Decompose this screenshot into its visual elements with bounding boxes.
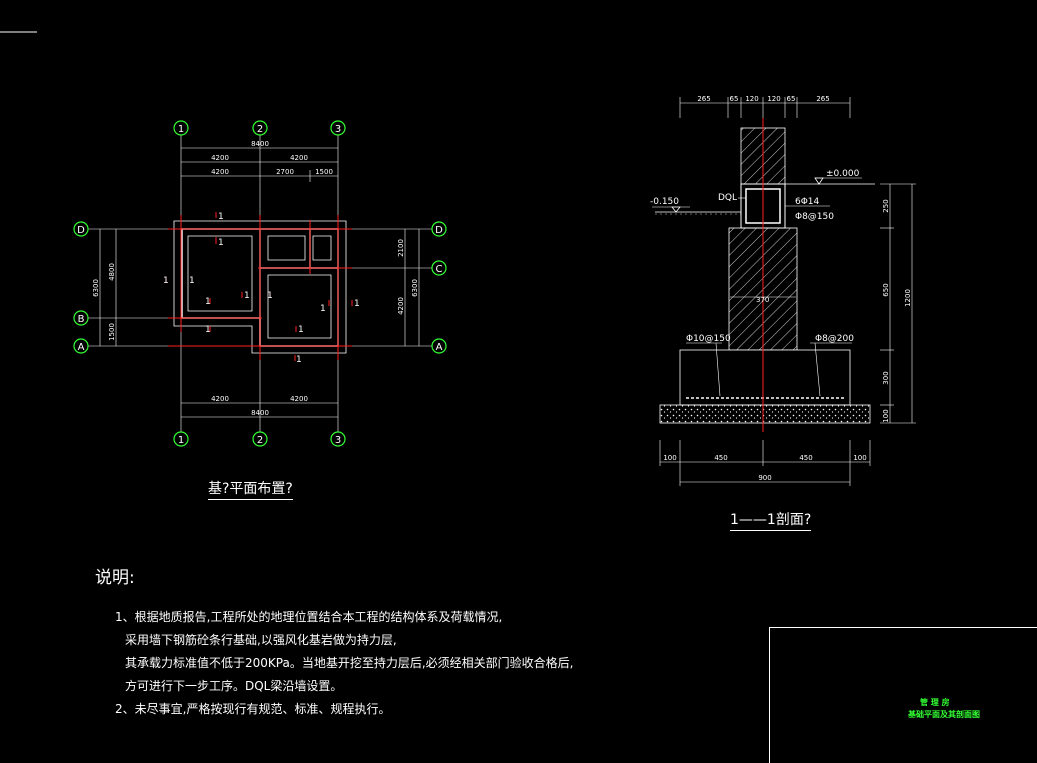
dim-text: 4200	[211, 168, 229, 176]
dim-text: 450	[714, 454, 727, 462]
axis-label: D	[435, 225, 443, 236]
elevation-zero: ±0.000	[826, 169, 860, 179]
axis-label: B	[78, 314, 85, 325]
dim-text: 120	[767, 95, 780, 103]
section-mark: 1	[163, 276, 169, 286]
rebar-bottom-right: Φ8@200	[815, 334, 854, 344]
dim-text: 100	[663, 454, 676, 462]
axis-label: 1	[178, 435, 184, 446]
dim-text: 265	[697, 95, 710, 103]
dim-text: 1500	[315, 168, 333, 176]
dim-text: 4200	[290, 395, 308, 403]
dim-text: 4200	[397, 297, 405, 315]
dim-text: 2700	[276, 168, 294, 176]
section-1-1: 265 65 120 120 65 265 ±0.000 -0.150	[650, 95, 916, 486]
section-mark: 1	[218, 212, 224, 222]
dim-text: 300	[882, 371, 890, 384]
section-mark: 1	[205, 297, 211, 307]
dim-text: 65	[787, 95, 796, 103]
plan-title: 基?平面布置?	[208, 478, 293, 500]
rebar-stirrup-label: Φ8@150	[795, 212, 834, 222]
axis-label: D	[77, 225, 85, 236]
dim-text: 2100	[397, 239, 405, 257]
notes-heading: 说明:	[95, 568, 135, 588]
beam-label: DQL	[718, 193, 737, 203]
section-mark: 1	[296, 355, 302, 365]
dim-text: 4200	[290, 154, 308, 162]
section-mark: 1	[320, 304, 326, 314]
dim-text: 1200	[904, 289, 912, 307]
axis-label: 2	[257, 435, 263, 446]
dim-text: 6300	[92, 279, 100, 297]
dim-text: 250	[882, 199, 890, 212]
notes-line: 其承载力标准值不低于200KPa。当地基开挖至持力层后,必须经相关部门验收合格后…	[125, 656, 574, 670]
dim-text: 4200	[211, 154, 229, 162]
dim-text: 650	[882, 283, 890, 296]
axis-label: 1	[178, 124, 184, 135]
notes-line: 2、未尽事宜,严格按现行有规范、标准、规程执行。	[115, 702, 391, 716]
dim-text: 8400	[251, 409, 269, 417]
axis-label: C	[436, 264, 443, 275]
section-mark: 1	[189, 276, 195, 286]
dim-text: 120	[745, 95, 758, 103]
rebar-main-label: 6Φ14	[795, 197, 820, 207]
design-notes: 说明: 1、根据地质报告,工程所处的地理位置结合本工程的结构体系及荷载情况, 采…	[95, 563, 615, 721]
dim-text: 265	[816, 95, 829, 103]
foundation-plan: 1 1 1 1 1 1 1 1 1 1 1 1 8400 4200 4200 4…	[73, 120, 447, 447]
axis-label: A	[78, 342, 85, 353]
axis-label: 3	[335, 124, 341, 135]
elevation-negative: -0.150	[650, 197, 679, 207]
dim-text: 65	[730, 95, 739, 103]
axis-label: A	[436, 342, 443, 353]
dim-text: 4800	[108, 263, 116, 281]
dim-text: 900	[758, 474, 771, 482]
dim-text: 100	[882, 409, 890, 422]
section-title: 1——1剖面?	[730, 509, 812, 531]
section-mark: 1	[267, 291, 273, 301]
section-mark: 1	[298, 325, 304, 335]
notes-line: 1、根据地质报告,工程所处的地理位置结合本工程的结构体系及荷载情况,	[115, 610, 503, 624]
title-block: 管 理 房 基础平面及其剖面图	[769, 627, 1037, 763]
dim-text: 1500	[108, 323, 116, 341]
width-label: 370	[756, 296, 769, 304]
drawing-name: 基础平面及其剖面图	[908, 710, 980, 719]
section-mark: 1	[354, 299, 360, 309]
dim-text: 100	[853, 454, 866, 462]
notes-line: 采用墙下钢筋砼条行基础,以强风化基岩做为持力层,	[125, 633, 397, 647]
section-mark: 1	[244, 291, 250, 301]
section-mark: 1	[218, 238, 224, 248]
dim-text: 8400	[251, 140, 269, 148]
rebar-bottom-left: Φ10@150	[686, 334, 731, 344]
section-mark: 1	[205, 325, 211, 335]
axis-label: 3	[335, 435, 341, 446]
axis-label: 2	[257, 124, 263, 135]
dim-text: 450	[799, 454, 812, 462]
dim-text: 4200	[211, 395, 229, 403]
notes-line: 方可进行下一步工序。DQL梁沿墙设置。	[125, 679, 343, 693]
dim-text: 6300	[411, 279, 419, 297]
project-name: 管 理 房	[920, 698, 950, 707]
